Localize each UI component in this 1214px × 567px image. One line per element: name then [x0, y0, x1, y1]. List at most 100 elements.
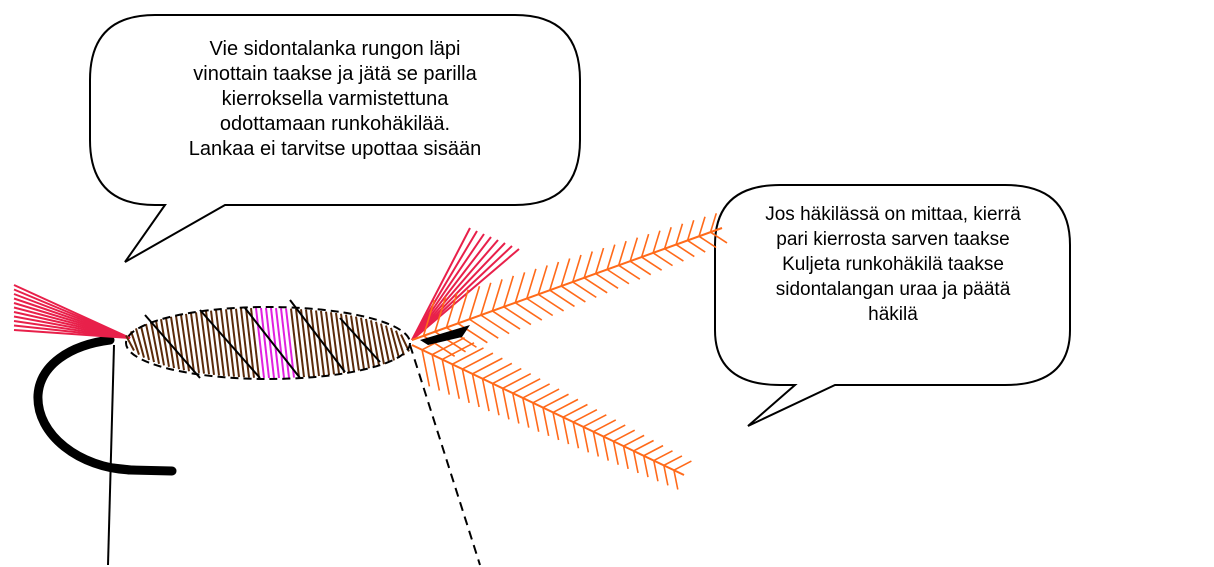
feather-barb: [592, 431, 600, 457]
body-rib-wrap: [270, 307, 280, 379]
head-fiber: [411, 239, 499, 341]
body-rib-line: [289, 299, 346, 373]
callout-right-line: pari kierrosta sarven taakse: [776, 229, 1010, 250]
feather-barb: [542, 393, 569, 409]
feather-barb: [663, 455, 683, 467]
feather-barb: [629, 237, 639, 262]
body-wrap: [245, 308, 255, 378]
body-wrap: [235, 308, 245, 378]
hook-point: [100, 462, 172, 470]
feather-barb: [653, 450, 673, 462]
feather-barb: [461, 368, 470, 404]
feather-barb: [491, 383, 500, 416]
speech-bubble-left: [89, 14, 581, 263]
feather-barb: [562, 417, 570, 445]
body-wrap: [185, 313, 195, 373]
feather-barb: [457, 322, 488, 344]
body-rib-line: [339, 317, 381, 363]
hackle-feather-upper: [411, 213, 728, 357]
body-wrap: [335, 312, 345, 374]
feather-barb: [549, 289, 575, 308]
body-wrap: [295, 308, 305, 378]
feather-barb: [468, 318, 499, 339]
feather-barb: [441, 359, 451, 395]
feather-barb: [501, 388, 510, 420]
head-fiber: [411, 245, 513, 341]
feather-barb: [613, 429, 636, 443]
feather-barb: [582, 414, 607, 428]
body-rib-line: [144, 314, 201, 379]
head-fiber: [411, 233, 485, 341]
feather-barb: [602, 436, 610, 461]
feather-barb: [482, 362, 513, 380]
feather-barb: [560, 258, 571, 287]
feather-barb: [491, 279, 503, 312]
body-wrap: [345, 314, 355, 372]
feather-barb: [514, 272, 526, 303]
body-wrap: [395, 330, 405, 356]
feather-barb: [572, 281, 597, 299]
body-wrap: [205, 311, 215, 375]
body-wrap: [215, 309, 225, 377]
callout-left-line: kierroksella varmistettuna: [221, 88, 449, 110]
feather-barb: [652, 230, 661, 254]
head-fiber: [411, 236, 492, 341]
body-wrap: [230, 308, 240, 378]
body-wrap: [240, 308, 250, 378]
feather-barb: [445, 293, 458, 328]
body-wrap: [250, 308, 260, 378]
hook-bend: [33, 335, 177, 476]
body-wrap: [325, 311, 335, 375]
feather-barb: [562, 403, 588, 418]
feather-barb: [542, 407, 550, 437]
body-wrap: [125, 335, 135, 351]
feather-barb: [632, 450, 639, 474]
feather-barb: [640, 233, 650, 258]
body-wrap: [380, 323, 390, 363]
body-wrap: [320, 310, 330, 376]
feather-barb: [663, 465, 669, 486]
feather-barb: [532, 402, 540, 432]
feather-barb: [664, 248, 684, 262]
feather-barb: [642, 455, 649, 478]
feather-barb: [652, 460, 659, 482]
body-wrap: [140, 325, 150, 361]
feather-barb: [594, 247, 605, 274]
feather-barb: [421, 349, 431, 387]
feather-barb: [431, 354, 441, 391]
feather-barb: [431, 336, 465, 356]
feather-barb: [572, 408, 598, 423]
feather-barb: [552, 398, 579, 414]
head-fiber: [411, 227, 471, 341]
hook: [33, 335, 177, 476]
feather-barb: [491, 310, 521, 330]
feather-barb: [618, 264, 641, 280]
feather-barb: [643, 444, 664, 457]
callout-right-line: Jos häkilässä on mittaa, kierrä: [765, 204, 1021, 225]
tail-fiber: [13, 329, 131, 339]
body-wrap: [375, 321, 385, 365]
body-rib-wrap: [265, 307, 275, 379]
feather-rachis: [411, 227, 723, 341]
feather-barb: [603, 424, 626, 438]
feather-barb: [434, 296, 447, 332]
feather-barb: [503, 306, 532, 326]
bobbin-thread-line: [107, 344, 115, 566]
body-wrap: [290, 308, 300, 378]
body-wrap: [175, 315, 185, 371]
feather-barb: [451, 347, 484, 365]
body-wrap: [355, 316, 365, 370]
feather-barb: [502, 372, 532, 390]
feather-barb: [526, 297, 554, 317]
feather-rachis: [411, 344, 685, 476]
feather-barb: [481, 378, 490, 412]
feather-barb: [457, 289, 469, 324]
feather-barb: [451, 364, 460, 399]
callout-left-line: Lankaa ei tarvitse upottaa sisään: [188, 138, 482, 160]
feather-barb: [652, 252, 673, 267]
callout-right-line: Kuljeta runkohäkilä taakse: [782, 254, 1004, 275]
feather-barb: [512, 378, 541, 394]
body-rib-line: [244, 307, 301, 379]
body-wrap: [180, 314, 190, 372]
feather-barb: [582, 426, 590, 453]
